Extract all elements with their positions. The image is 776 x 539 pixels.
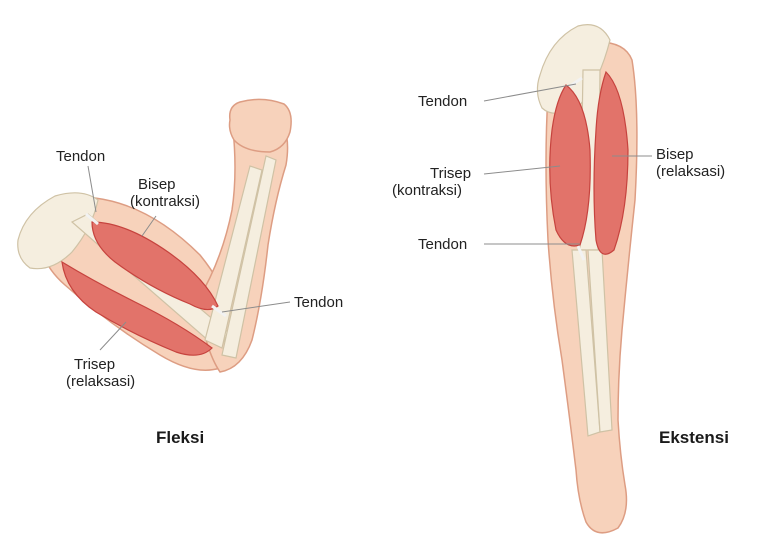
caption-extension: Ekstensi xyxy=(659,428,729,448)
label-extended-biceps-name: Bisep xyxy=(656,146,694,163)
leader-flexed-triceps xyxy=(100,322,126,350)
label-flexed-biceps-name: Bisep xyxy=(138,176,176,193)
label-extended-tendon-bottom: Tendon xyxy=(418,236,467,253)
label-flexed-biceps-state: (kontraksi) xyxy=(130,193,200,210)
caption-flexion: Fleksi xyxy=(156,428,204,448)
label-flexed-triceps-state: (relaksasi) xyxy=(66,373,135,390)
label-flexed-tendon-elbow: Tendon xyxy=(294,294,343,311)
label-flexed-triceps-name: Trisep xyxy=(74,356,115,373)
flexed-arm xyxy=(18,99,291,372)
label-extended-tendon-top: Tendon xyxy=(418,93,467,110)
extended-arm xyxy=(537,25,636,533)
label-extended-biceps-state: (relaksasi) xyxy=(656,163,725,180)
flexed-fist xyxy=(230,99,292,152)
label-flexed-tendon-top: Tendon xyxy=(56,148,105,165)
label-extended-triceps-name: Trisep xyxy=(430,165,471,182)
label-extended-triceps-state: (kontraksi) xyxy=(392,182,462,199)
